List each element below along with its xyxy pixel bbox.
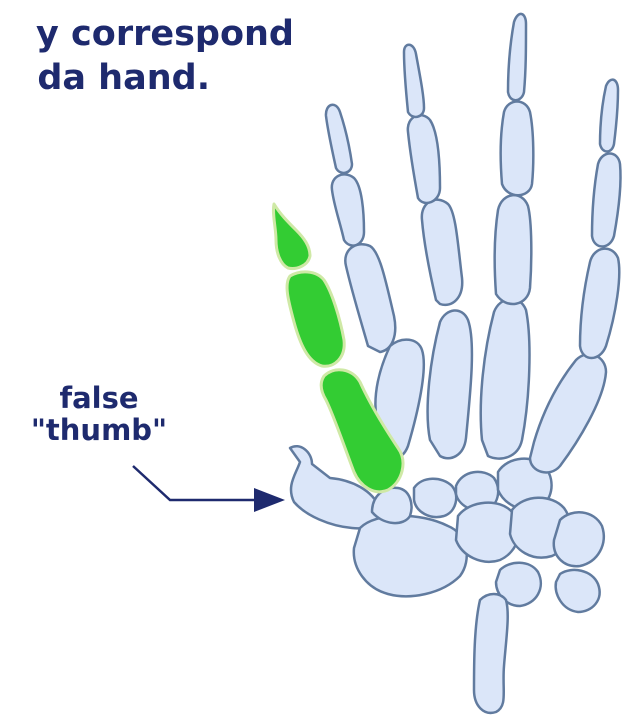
digit-5-bones	[580, 80, 621, 358]
metacarpal-bones	[375, 299, 606, 472]
digit-4-bones	[495, 14, 534, 304]
digit-3-bones	[404, 45, 462, 305]
callout-arrow	[133, 466, 285, 512]
wrist-bones	[290, 446, 604, 612]
forearm-bones	[474, 594, 508, 713]
